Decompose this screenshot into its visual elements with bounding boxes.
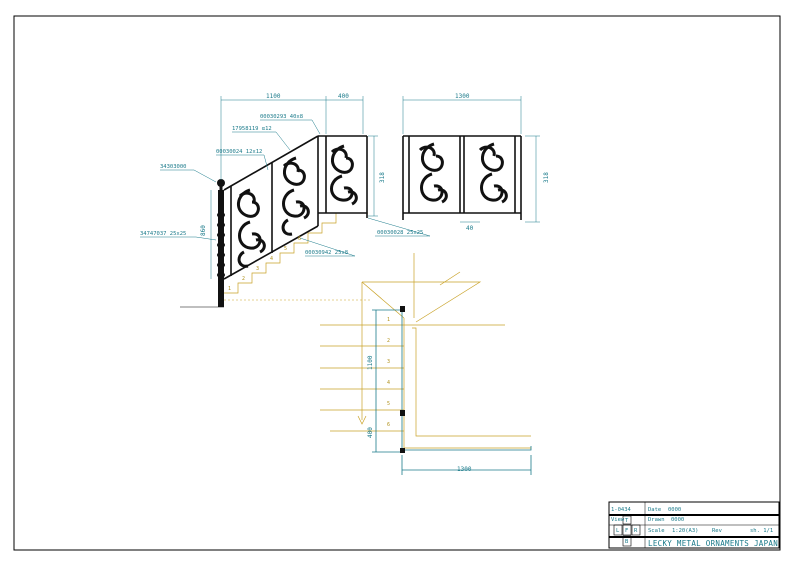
plan-step-1: 1 bbox=[387, 317, 390, 323]
front-elevation: 1300 318 40 bbox=[402, 93, 550, 232]
plan-step-3: 3 bbox=[387, 359, 390, 365]
side-dimensions bbox=[210, 96, 378, 279]
tb-view-front: F bbox=[625, 528, 628, 534]
tb-field1-label: Date bbox=[648, 507, 661, 513]
scroll-ornament-3 bbox=[330, 144, 358, 206]
tb-view-right: R bbox=[634, 528, 638, 534]
callout-bar: 00030024 12x12 bbox=[216, 149, 262, 155]
callout-right-post: 00030028 25x25 bbox=[377, 230, 423, 236]
front-dimensions bbox=[402, 96, 540, 223]
dim-panel-height-right: 318 bbox=[543, 172, 550, 183]
dim-top-left: 1100 bbox=[266, 93, 281, 100]
sloped-rails bbox=[223, 135, 368, 280]
callout-finial: 34303000 bbox=[160, 164, 187, 170]
stair-step-label: 2 bbox=[242, 276, 245, 282]
tb-company: LECKY METAL ORNAMENTS JAPAN bbox=[648, 539, 778, 548]
sheet-border bbox=[13, 15, 781, 551]
plan-construction bbox=[320, 253, 531, 449]
tb-sheet-label: sh. 1/1 bbox=[750, 528, 773, 534]
stair-step-label: 5 bbox=[284, 246, 287, 252]
tb-field1-value: 0000 bbox=[668, 507, 681, 513]
side-elevation: 1100 400 318 860 00030293 40x8 17958119 … bbox=[140, 93, 431, 308]
front-ornament-right bbox=[478, 142, 508, 204]
tb-view-top: T bbox=[625, 518, 629, 524]
stair-step-label: 6 bbox=[298, 236, 301, 242]
tb-view-bottom: B bbox=[625, 539, 629, 545]
tb-scale-label: Scale bbox=[648, 528, 665, 534]
front-ornament-left bbox=[418, 142, 448, 204]
tb-rev-label: Rev bbox=[712, 528, 723, 534]
tb-field2-value: 0000 bbox=[671, 517, 684, 523]
tb-field2-label: Drawn bbox=[648, 517, 665, 523]
dim-plan-width: 1300 bbox=[457, 466, 472, 473]
tb-scale-value: 1:20(A3) bbox=[672, 528, 699, 534]
dim-post-height: 860 bbox=[200, 225, 207, 236]
plan-step-6: 6 bbox=[387, 422, 390, 428]
dim-top-right: 400 bbox=[338, 93, 349, 100]
plan-step-numbers: 1 2 3 4 5 6 bbox=[387, 317, 390, 428]
callout-top-rail: 00030293 40x8 bbox=[260, 114, 303, 120]
callout-scroll-panel: 17958119 α12 bbox=[232, 126, 272, 132]
stair-step-label: 3 bbox=[256, 266, 259, 272]
callout-bottom-bar: 00030942 25x8 bbox=[305, 250, 348, 256]
tb-view-label: View bbox=[611, 517, 625, 523]
stair-step-label: 4 bbox=[270, 256, 273, 262]
dim-plan-lower: 400 bbox=[367, 427, 374, 438]
callout-post: 34747037 25x25 bbox=[140, 231, 186, 237]
tb-drawing-no: 1-0434 bbox=[611, 507, 632, 513]
tb-view-left: L bbox=[616, 528, 620, 534]
title-block bbox=[608, 501, 780, 549]
dim-front-width: 1300 bbox=[455, 93, 470, 100]
scroll-ornament-2 bbox=[281, 156, 310, 236]
plan-step-4: 4 bbox=[387, 380, 390, 386]
plan-step-2: 2 bbox=[387, 338, 390, 344]
scroll-ornament-1 bbox=[237, 188, 266, 268]
front-frame bbox=[402, 135, 522, 220]
dim-plan-upper: 1100 bbox=[367, 355, 374, 370]
stair-step-label: 1 bbox=[228, 286, 231, 292]
callout-leaders bbox=[140, 119, 431, 257]
dim-bottom-gap: 40 bbox=[466, 225, 474, 232]
stair-steps bbox=[224, 212, 370, 301]
dim-panel-height-left: 318 bbox=[379, 172, 386, 183]
plan-step-5: 5 bbox=[387, 401, 390, 407]
newel-post bbox=[217, 179, 225, 307]
plan-view: 1 2 3 4 5 6 1100 400 1300 bbox=[320, 253, 532, 475]
plan-rails bbox=[372, 309, 532, 475]
